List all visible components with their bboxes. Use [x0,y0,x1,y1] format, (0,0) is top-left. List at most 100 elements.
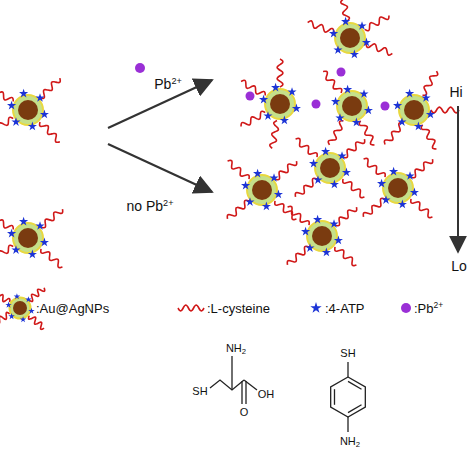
au-ag-nanoparticle [0,78,60,142]
4-atp-mark [337,151,346,160]
4-atp-mark [357,21,366,30]
arrow-label: no Pb2+ [127,199,174,213]
reaction-arrow [108,144,212,192]
4-atp-mark [333,45,342,54]
4-atp-mark [11,245,20,254]
l-cysteine-chain [335,247,357,266]
l-cysteine-chain [0,245,13,260]
l-cysteine-chain [275,161,297,180]
l-cysteine-chain [411,159,433,178]
l-cysteine-chain [40,78,60,98]
4-atp-mark [341,17,350,26]
l-cysteine-chain [241,111,265,126]
pb-ion [337,68,346,77]
au-core [340,28,360,48]
4-atp-mark [19,89,28,98]
4-atp-mark [331,97,340,106]
4-atp-mark [35,93,44,102]
4-atp-mark [313,175,322,184]
4-atp-mark [7,101,16,110]
4-atp-mark [271,83,280,92]
l-cysteine-chain [421,125,436,149]
l-cysteine-chain [0,86,13,101]
l-cysteine-chain [29,316,45,330]
l-cysteine-chain [40,122,60,142]
l-cysteine-chain [431,107,459,113]
au-core [252,180,272,200]
4-atp-mark [301,227,310,236]
4-atp-mark [269,173,278,182]
l-cysteine-chain [228,160,250,179]
bond [210,380,244,390]
4-atp-mark [313,215,322,224]
bond [347,362,348,377]
pb-ion [246,92,255,101]
4-atp-mark [263,111,272,120]
atom-label: O [240,407,249,418]
l-cysteine-chain [365,16,389,31]
4-atp-mark [414,122,423,131]
l-cysteine-chain [270,121,279,149]
4-atp-mark [389,167,398,176]
au-core [312,226,332,246]
au-core [320,158,340,178]
4-atp-mark [426,110,435,119]
l-cysteine-chain [288,206,310,225]
4-atp-mark [410,188,419,197]
4-atp-mark [329,219,338,228]
l-cysteine-chain [0,214,13,229]
l-cysteine-chain [277,59,283,87]
4-atp-mark [20,316,26,322]
legend-text: :L-cysteine [207,302,270,315]
4-atp-mark [262,202,271,211]
pb-ion [381,102,390,111]
4-atp-mark [14,293,20,299]
4-atp-mark [381,195,390,204]
bond [348,405,362,413]
4-atp-mark [7,229,16,238]
l-cysteine-chain [366,44,392,55]
l-cysteine-chain [363,198,385,217]
au-core [342,96,362,116]
l-cysteine-chain [29,288,45,302]
legend-icon [310,302,321,313]
4-atp-mark [359,89,368,98]
signal-level: Lo [451,259,467,273]
4-atp-mark [292,104,301,113]
au-ag-nanoparticle [295,138,364,197]
bond [245,381,246,404]
legend-text: :Au@AgNPs [36,302,109,315]
4-atp-mark [350,50,359,59]
au-core [270,94,290,114]
4-atp-mark [364,106,373,115]
bond [347,417,348,432]
4-atp-mark [253,169,262,178]
4-atp-mark [28,250,37,259]
l-cysteine-chain [41,249,63,268]
4-atp-mark [5,302,11,308]
l-cysteine-chain [0,312,10,323]
legend-icon [178,305,204,311]
au-core [18,100,38,120]
au-ag-nanoparticle [384,71,459,149]
signal-arrow [457,106,459,252]
l-cysteine-chain [308,21,334,32]
l-cysteine-chain [343,179,365,198]
4-atp-mark [25,296,31,302]
signal-level: Hi [449,85,462,99]
4-atp-mark [305,243,314,252]
l-cysteine-chain [411,199,433,218]
l-cysteine-chain [0,291,10,302]
4-atp-mark [321,147,330,156]
bond [241,381,242,404]
au-ag-nanoparticle [323,71,374,145]
au-core [388,178,408,198]
au-ag-nanoparticle [0,209,63,268]
arrow-label: Pb2+ [154,77,182,91]
4-atp-mark [362,38,371,47]
4-atp-mark [421,93,430,102]
au-ag-nanoparticle [241,59,301,148]
l-cysteine-chain [359,121,374,145]
4-atp-mark [28,122,37,131]
4-atp-mark [274,190,283,199]
